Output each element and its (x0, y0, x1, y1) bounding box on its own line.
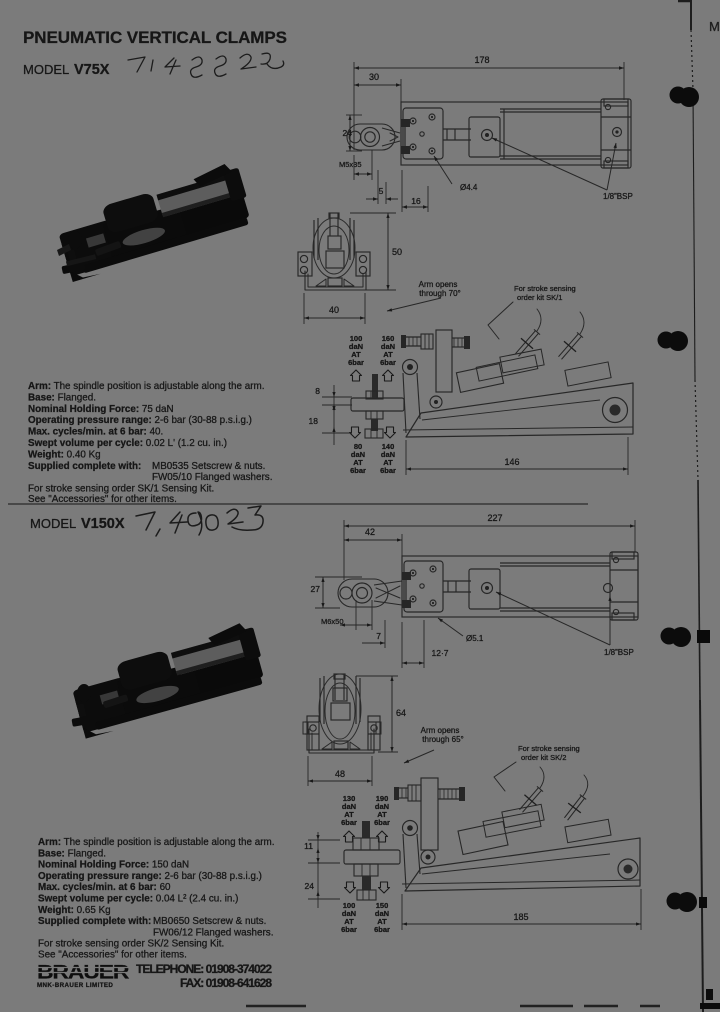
svg-text:6bar: 6bar (380, 358, 396, 367)
svg-text:Nominal Holding Force: 150 daN: Nominal Holding Force: 150 daN (38, 859, 189, 870)
svg-text:Arm opens: Arm opens (421, 726, 460, 735)
svg-text:100: 100 (343, 901, 356, 910)
svg-text:80: 80 (354, 442, 362, 451)
svg-text:daN: daN (375, 802, 389, 811)
svg-text:100: 100 (350, 334, 363, 343)
svg-text:M6x50: M6x50 (321, 617, 344, 626)
svg-text:M: M (709, 19, 720, 34)
svg-text:For stroke sensing: For stroke sensing (518, 744, 580, 753)
svg-text:24: 24 (305, 881, 315, 891)
svg-text:daN: daN (381, 342, 395, 351)
svg-text:For stroke sensing order SK/1: For stroke sensing order SK/1 Sensing Ki… (28, 483, 214, 494)
svg-text:daN: daN (342, 909, 356, 918)
svg-text:order kit SK/2: order kit SK/2 (521, 753, 566, 762)
svg-text:FAX: 01908-641628: FAX: 01908-641628 (180, 976, 272, 990)
svg-text:daN: daN (375, 909, 389, 918)
svg-text:daN: daN (351, 450, 365, 459)
svg-text:Ø4.4: Ø4.4 (460, 183, 478, 192)
svg-text:6bar: 6bar (348, 358, 364, 367)
svg-text:185: 185 (513, 912, 528, 922)
svg-text:through 65°: through 65° (422, 735, 463, 744)
svg-text:6bar: 6bar (374, 925, 390, 934)
svg-text:MB0650 Setscrew & nuts.: MB0650 Setscrew & nuts. (153, 916, 266, 927)
svg-text:AT: AT (344, 917, 354, 926)
svg-text:daN: daN (342, 802, 356, 811)
svg-text:For stroke sensing: For stroke sensing (514, 284, 576, 293)
svg-text:MB0535 Setscrew & nuts.: MB0535 Setscrew & nuts. (152, 461, 265, 472)
svg-text:227: 227 (487, 513, 502, 523)
svg-text:6bar: 6bar (374, 818, 390, 827)
svg-text:Nominal Holding Force: 75 daN: Nominal Holding Force: 75 daN (28, 404, 174, 415)
svg-text:42: 42 (365, 527, 375, 537)
svg-text:For stroke sensing order SK/2: For stroke sensing order SK/2 Sensing Ki… (38, 938, 224, 949)
svg-text:AT: AT (383, 350, 393, 359)
svg-text:6bar: 6bar (341, 925, 357, 934)
svg-text:Arm opens: Arm opens (419, 280, 458, 289)
svg-text:16: 16 (411, 196, 421, 206)
svg-text:TELEPHONE: 01908-374022: TELEPHONE: 01908-374022 (136, 962, 272, 976)
svg-text:8: 8 (315, 386, 320, 396)
svg-text:See "Accessories" for other it: See "Accessories" for other items. (38, 949, 187, 960)
svg-text:Base: Flanged.: Base: Flanged. (38, 848, 106, 859)
svg-text:Ø5.1: Ø5.1 (466, 634, 484, 643)
svg-text:order kit SK/1: order kit SK/1 (517, 293, 562, 302)
svg-text:6bar: 6bar (380, 466, 396, 475)
svg-text:Swept volume per cycle: 0.02 L: Swept volume per cycle: 0.02 L' (1.2 cu.… (28, 438, 227, 449)
svg-text:18: 18 (309, 416, 319, 426)
svg-text:48: 48 (335, 769, 345, 779)
svg-text:50: 50 (392, 247, 402, 257)
svg-text:V75X: V75X (74, 62, 110, 78)
svg-text:130: 130 (343, 794, 356, 803)
svg-text:MNK-BRAUER LIMITED: MNK-BRAUER LIMITED (37, 982, 113, 989)
svg-text:daN: daN (349, 342, 363, 351)
svg-text:7: 7 (376, 631, 381, 641)
svg-text:PNEUMATIC VERTICAL CLAMPS: PNEUMATIC VERTICAL CLAMPS (23, 28, 287, 47)
svg-text:AT: AT (383, 458, 393, 467)
svg-text:AT: AT (377, 917, 387, 926)
svg-text:Supplied complete with:: Supplied complete with: (38, 916, 151, 927)
svg-text:Base: Flanged.: Base: Flanged. (28, 392, 96, 403)
svg-text:AT: AT (377, 810, 387, 819)
svg-text:12·7: 12·7 (431, 648, 448, 658)
svg-text:Operating pressure range: 2-6: Operating pressure range: 2-6 bar (30-88… (38, 871, 262, 882)
svg-text:Supplied complete with:: Supplied complete with: (28, 461, 141, 472)
svg-text:11: 11 (304, 841, 313, 851)
svg-text:Operating pressure range: 2-6: Operating pressure range: 2-6 bar (30-88… (28, 415, 252, 426)
svg-text:AT: AT (344, 810, 354, 819)
svg-text:30: 30 (369, 72, 379, 82)
svg-text:FW05/10 Flanged washers.: FW05/10 Flanged washers. (152, 472, 272, 483)
svg-text:27: 27 (311, 584, 321, 594)
svg-text:daN: daN (381, 450, 395, 459)
svg-text:146: 146 (504, 457, 519, 467)
svg-text:AT: AT (353, 458, 363, 467)
svg-text:Max. cycles/min. at 6 bar: 40.: Max. cycles/min. at 6 bar: 40. (28, 426, 163, 437)
svg-text:Weight: 0.65 Kg: Weight: 0.65 Kg (38, 905, 111, 916)
svg-text:6bar: 6bar (341, 818, 357, 827)
svg-text:See "Accessories" for other it: See "Accessories" for other items. (28, 494, 177, 505)
svg-text:6bar: 6bar (350, 466, 366, 475)
svg-text:V150X: V150X (81, 516, 125, 532)
svg-text:Arm: The spindle position is a: Arm: The spindle position is adjustable … (38, 837, 274, 848)
svg-text:M5x35: M5x35 (339, 160, 362, 169)
svg-text:150: 150 (376, 901, 389, 910)
svg-text:190: 190 (376, 794, 389, 803)
svg-text:5: 5 (379, 186, 384, 196)
svg-text:40: 40 (329, 305, 339, 315)
svg-text:Swept volume per cycle: 0.04 L: Swept volume per cycle: 0.04 L² (2.4 cu.… (38, 893, 238, 904)
svg-text:Arm: The spindle position is a: Arm: The spindle position is adjustable … (28, 381, 264, 392)
svg-text:MODEL: MODEL (23, 62, 69, 77)
svg-text:178: 178 (474, 55, 489, 65)
svg-text:1/8”BSP: 1/8”BSP (604, 648, 634, 657)
svg-text:AT: AT (351, 350, 361, 359)
svg-text:MODEL: MODEL (30, 516, 76, 531)
svg-text:140: 140 (382, 442, 395, 451)
svg-text:64: 64 (396, 708, 406, 718)
svg-text:Max. cycles/min. at 6 bar: 60: Max. cycles/min. at 6 bar: 60 (38, 882, 171, 893)
svg-text:FW06/12 Flanged washers.: FW06/12 Flanged washers. (153, 927, 273, 938)
svg-text:Weight: 0.40 Kg: Weight: 0.40 Kg (28, 449, 101, 460)
svg-text:160: 160 (382, 334, 395, 343)
svg-text:1/8”BSP: 1/8”BSP (603, 192, 633, 201)
svg-text:through 70°: through 70° (419, 289, 460, 298)
svg-text:24: 24 (343, 128, 353, 138)
